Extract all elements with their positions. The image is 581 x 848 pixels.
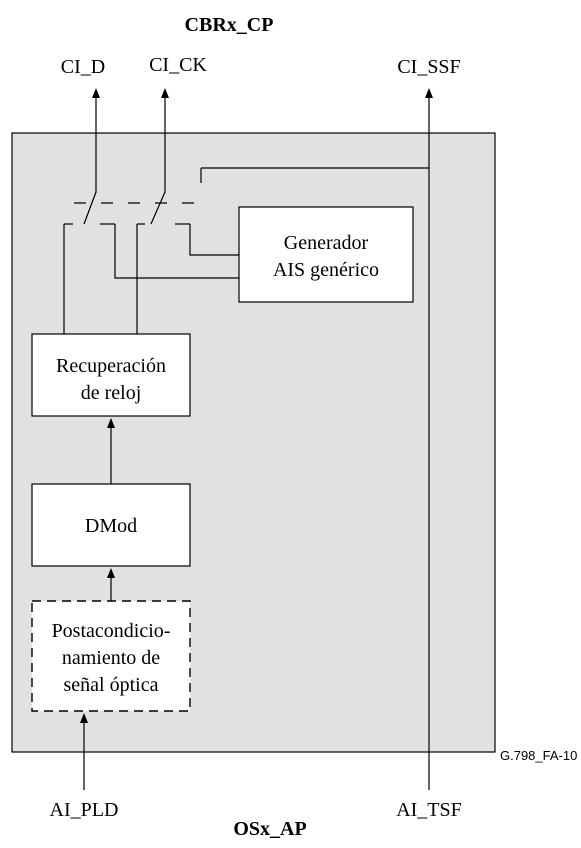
top-label: CBRx_CP	[185, 14, 274, 36]
post-to-dmod-arrowhead	[107, 568, 115, 578]
dmod-block	[31, 483, 191, 567]
ais-generator-block	[238, 206, 414, 303]
clock-recovery-label-line-2: de reloj	[81, 382, 142, 404]
ai-pld-label: AI_PLD	[50, 799, 119, 821]
postconditioning-label-line-2: namiento de	[62, 647, 160, 669]
dmod-to-recovery-arrowhead	[107, 418, 115, 428]
ci-ck-label: CI_CK	[149, 54, 207, 76]
ais-generator-label-line-2: AIS genérico	[273, 259, 379, 281]
ais-to-clock-switch	[189, 224, 239, 256]
ci-d-label: CI_D	[61, 56, 105, 78]
ci-ssf-arrowhead	[425, 88, 433, 98]
postconditioning-label-line-3: señal óptica	[64, 674, 159, 696]
postconditioning-block	[31, 600, 191, 712]
clock-recovery-label-line-1: Recuperación	[56, 355, 166, 377]
ai-pld-arrowhead	[80, 713, 88, 723]
ai-tsf-label: AI_TSF	[396, 799, 462, 821]
switch-data-blade	[83, 191, 97, 225]
dmod-label: DMod	[85, 515, 137, 537]
ci-ck-arrowhead	[161, 88, 169, 98]
reference-label: G.798_FA-10	[500, 748, 577, 763]
clock-recovery-block	[31, 333, 191, 417]
switch-clock-blade	[150, 191, 166, 225]
bottom-label: OSx_AP	[233, 818, 306, 840]
ais-generator-label-line-1: Generador	[284, 232, 369, 254]
ci-d-arrowhead	[92, 88, 100, 98]
ais-to-data-switch	[114, 224, 239, 279]
ci-ssf-label: CI_SSF	[397, 56, 460, 78]
postconditioning-label-line-1: Postacondicio-	[52, 620, 171, 642]
